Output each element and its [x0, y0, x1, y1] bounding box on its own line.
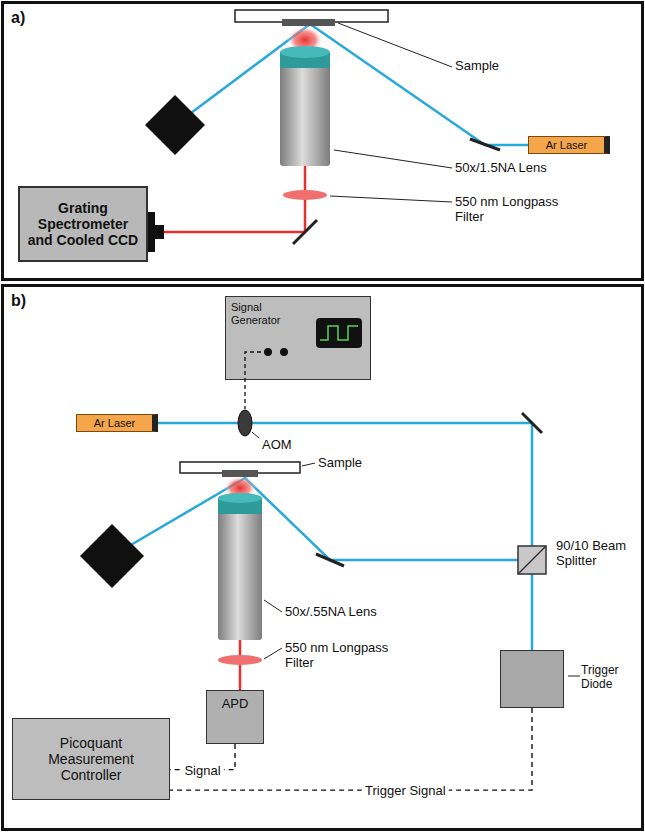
objective-lens [218, 505, 262, 640]
generator-screen [316, 318, 362, 348]
square-wave [320, 326, 358, 340]
laser-beam [175, 24, 528, 145]
controller-box: Picoquant Measurement Controller [12, 718, 170, 800]
sample [222, 470, 258, 477]
box-label: APD [222, 691, 249, 711]
mirror [470, 139, 500, 150]
leader-line [338, 23, 452, 67]
mirror [293, 220, 317, 244]
beam-dump [80, 524, 144, 588]
leader-line [568, 676, 580, 677]
terminal [264, 348, 272, 356]
part-label: 50x/.55NA Lens [285, 604, 377, 619]
lens-top [280, 46, 330, 58]
leader-line [252, 432, 259, 438]
laser-box: Ar Laser [528, 136, 610, 154]
part-label: 550 nm Longpass Filter [285, 640, 397, 670]
lens-top [218, 493, 262, 503]
objective-lens [280, 58, 330, 166]
beam-splitter-face [518, 546, 546, 574]
part-label: 50x/1.5NA Lens [455, 160, 547, 175]
beam-dump [145, 95, 205, 155]
box-label: Ar Laser [94, 417, 136, 429]
emission-beam [164, 166, 305, 232]
sample [282, 19, 335, 26]
part-label: 90/10 Beam Splitter [556, 538, 636, 568]
panel-frame: b) Signal Generator Ar LaserAPD Picoquant M… [1, 284, 644, 831]
panel-letter: b) [11, 292, 26, 310]
part-label: 550 nm Longpass Filter [455, 194, 567, 224]
spectrometer-port [155, 225, 164, 239]
leader-line [302, 463, 315, 466]
spectrometer-port [148, 212, 155, 252]
leader-line [264, 648, 282, 659]
beam-splitter [518, 546, 546, 574]
leader-line [264, 600, 282, 612]
laser-beam [158, 423, 532, 650]
longpass-filter [218, 655, 262, 665]
part-label: Sample [455, 58, 499, 73]
panel-letter: a) [11, 9, 25, 27]
spectrometer-box: Grating Spectrometer and Cooled CCD [18, 186, 148, 262]
laser-box: Ar Laser [76, 414, 158, 432]
signal-generator-box: Signal Generator [225, 296, 371, 380]
box-label: Trigger Diode [581, 663, 641, 691]
detector-box: APD [206, 690, 264, 744]
leader-line [330, 196, 452, 202]
mirror [316, 554, 344, 566]
terminal [280, 348, 288, 356]
trigger-diode-box: Trigger Diode [500, 650, 564, 708]
aom [238, 410, 252, 436]
laser-beam [112, 478, 518, 560]
panel-frame: a) Ar LaserGrating Spectrometer and Coole… [1, 1, 644, 281]
mirror [522, 413, 542, 433]
box-label: Picoquant Measurement Controller [13, 731, 169, 787]
box-label: Ar Laser [546, 139, 588, 151]
longpass-filter [283, 190, 327, 200]
box-label: Signal Generator [226, 297, 306, 331]
leader-line [334, 150, 452, 168]
signal-label: Signal [181, 762, 223, 777]
signal-label: Trigger Signal [362, 783, 448, 798]
part-label: AOM [262, 437, 292, 452]
box-label: Grating Spectrometer and Cooled CCD [20, 196, 146, 252]
control-wire [245, 352, 268, 409]
part-label: Sample [318, 455, 362, 470]
